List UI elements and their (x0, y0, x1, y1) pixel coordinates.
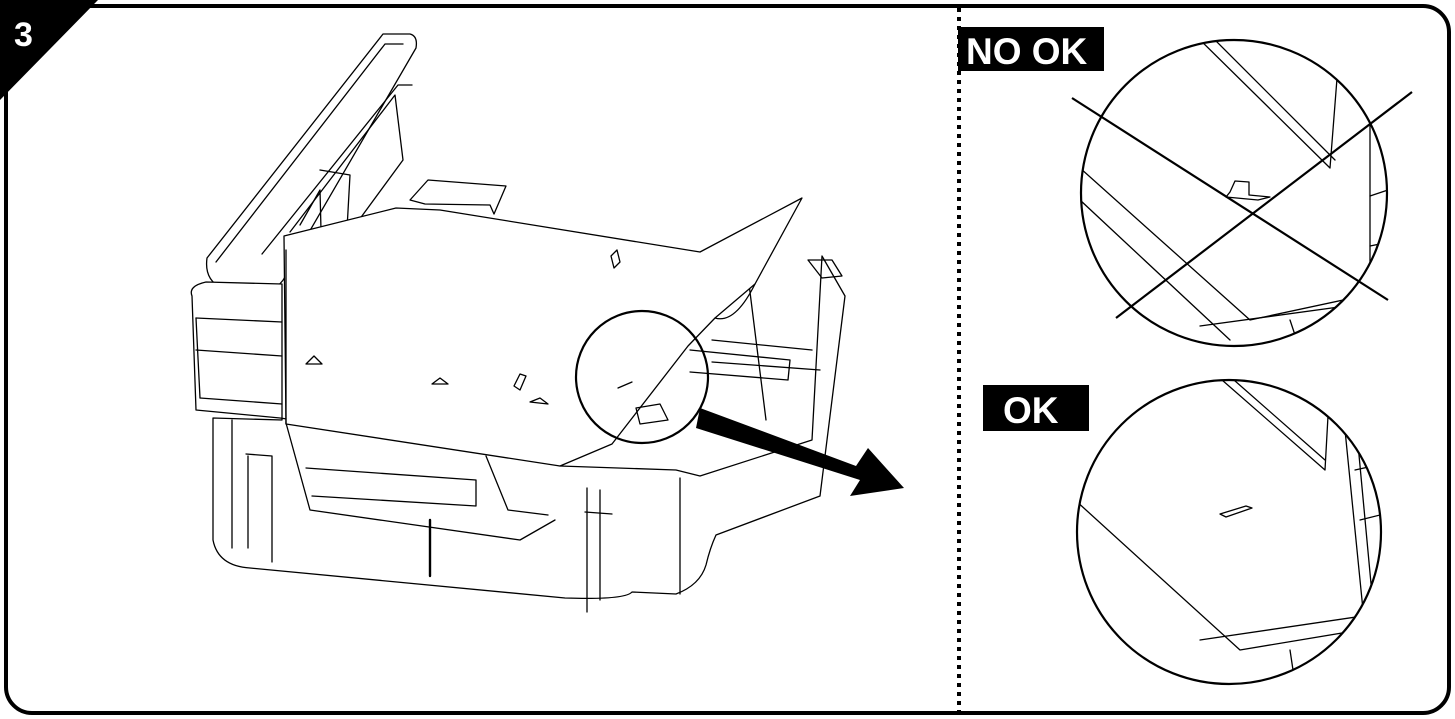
label-bad-box (958, 27, 1104, 71)
label-good: OK (1003, 390, 1059, 431)
detail-correct: OK (983, 378, 1383, 686)
arrow-right-down-icon (696, 408, 904, 496)
step-badge: 3 (0, 0, 98, 100)
detail-incorrect: NO OK (958, 27, 1413, 348)
label-good-box (983, 385, 1089, 431)
step-number: 3 (14, 16, 33, 54)
label-bad: NO OK (966, 31, 1088, 72)
cross-out-icon (1071, 91, 1413, 319)
panel-border (4, 4, 1451, 715)
printer-illustration (190, 33, 846, 613)
zoom-indicator (574, 309, 710, 445)
